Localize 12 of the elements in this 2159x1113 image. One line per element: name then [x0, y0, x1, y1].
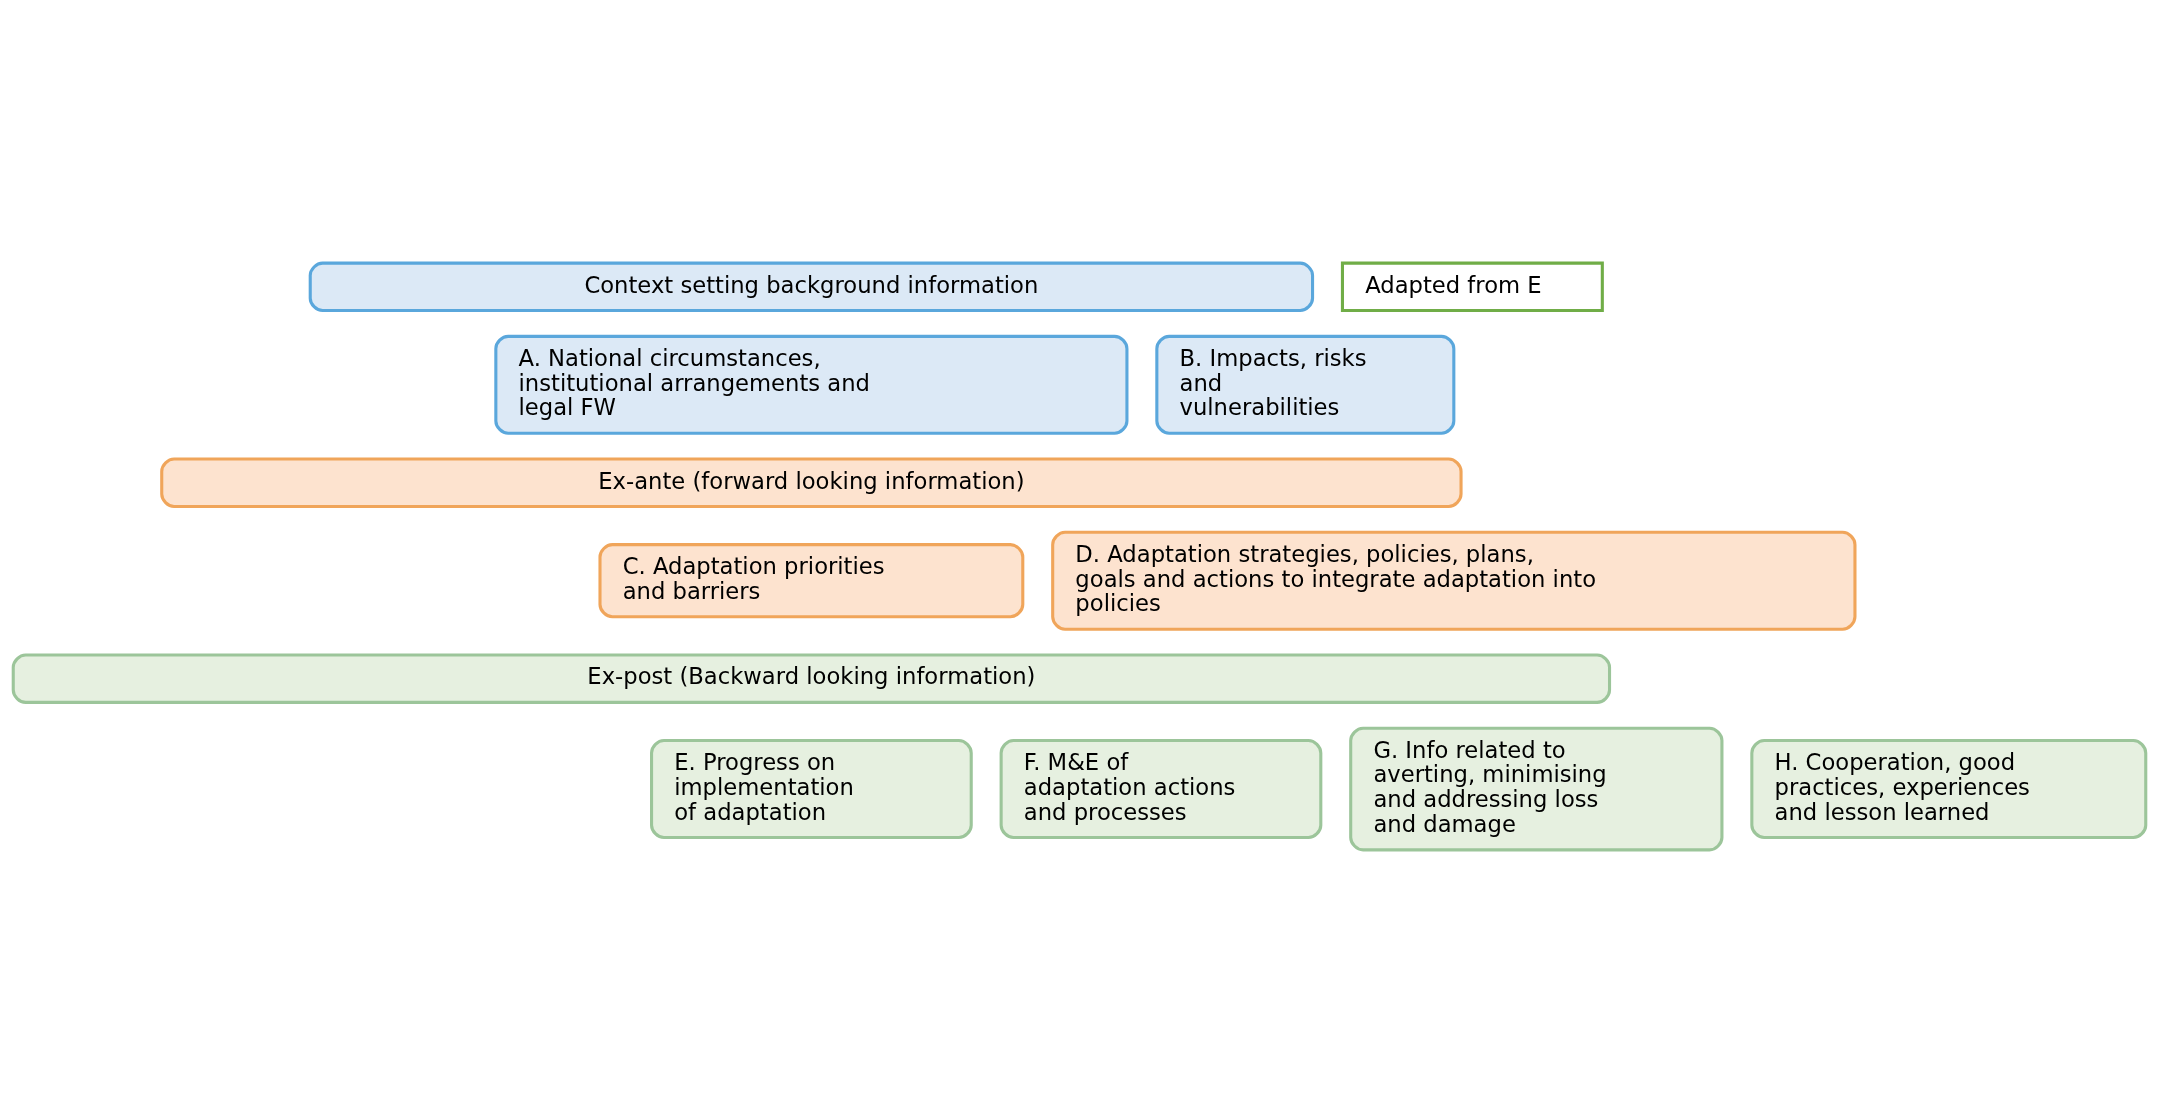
- node-box: Ex-ante (forward looking information): [160, 457, 1463, 509]
- node-box: Adapted from E: [1340, 261, 1604, 313]
- node-box: G. Info related to averting, minimising and addressing loss and damage: [1349, 726, 1724, 852]
- node-box: Ex-post (Backward looking information): [11, 653, 1612, 704]
- node-box: A. National circumstances, institutional arrangements and legal FW: [494, 334, 1129, 435]
- node-box: D. Adaptation strategies, policies, plans, goals and actions to integrate adaptation into policies: [1051, 530, 1857, 631]
- node-box: E. Progress on implementation of adaptation: [650, 739, 973, 840]
- node-box: B. Impacts, risks and vulnerabilities: [1155, 334, 1456, 435]
- node-box: H. Cooperation, good practices, experiences and lesson learned: [1750, 739, 2148, 840]
- node-box: C. Adaptation priorities and barriers: [598, 543, 1025, 619]
- node-box: F. M&E of adaptation actions and processes: [999, 739, 1323, 840]
- node-box: Context setting background information: [308, 261, 1315, 313]
